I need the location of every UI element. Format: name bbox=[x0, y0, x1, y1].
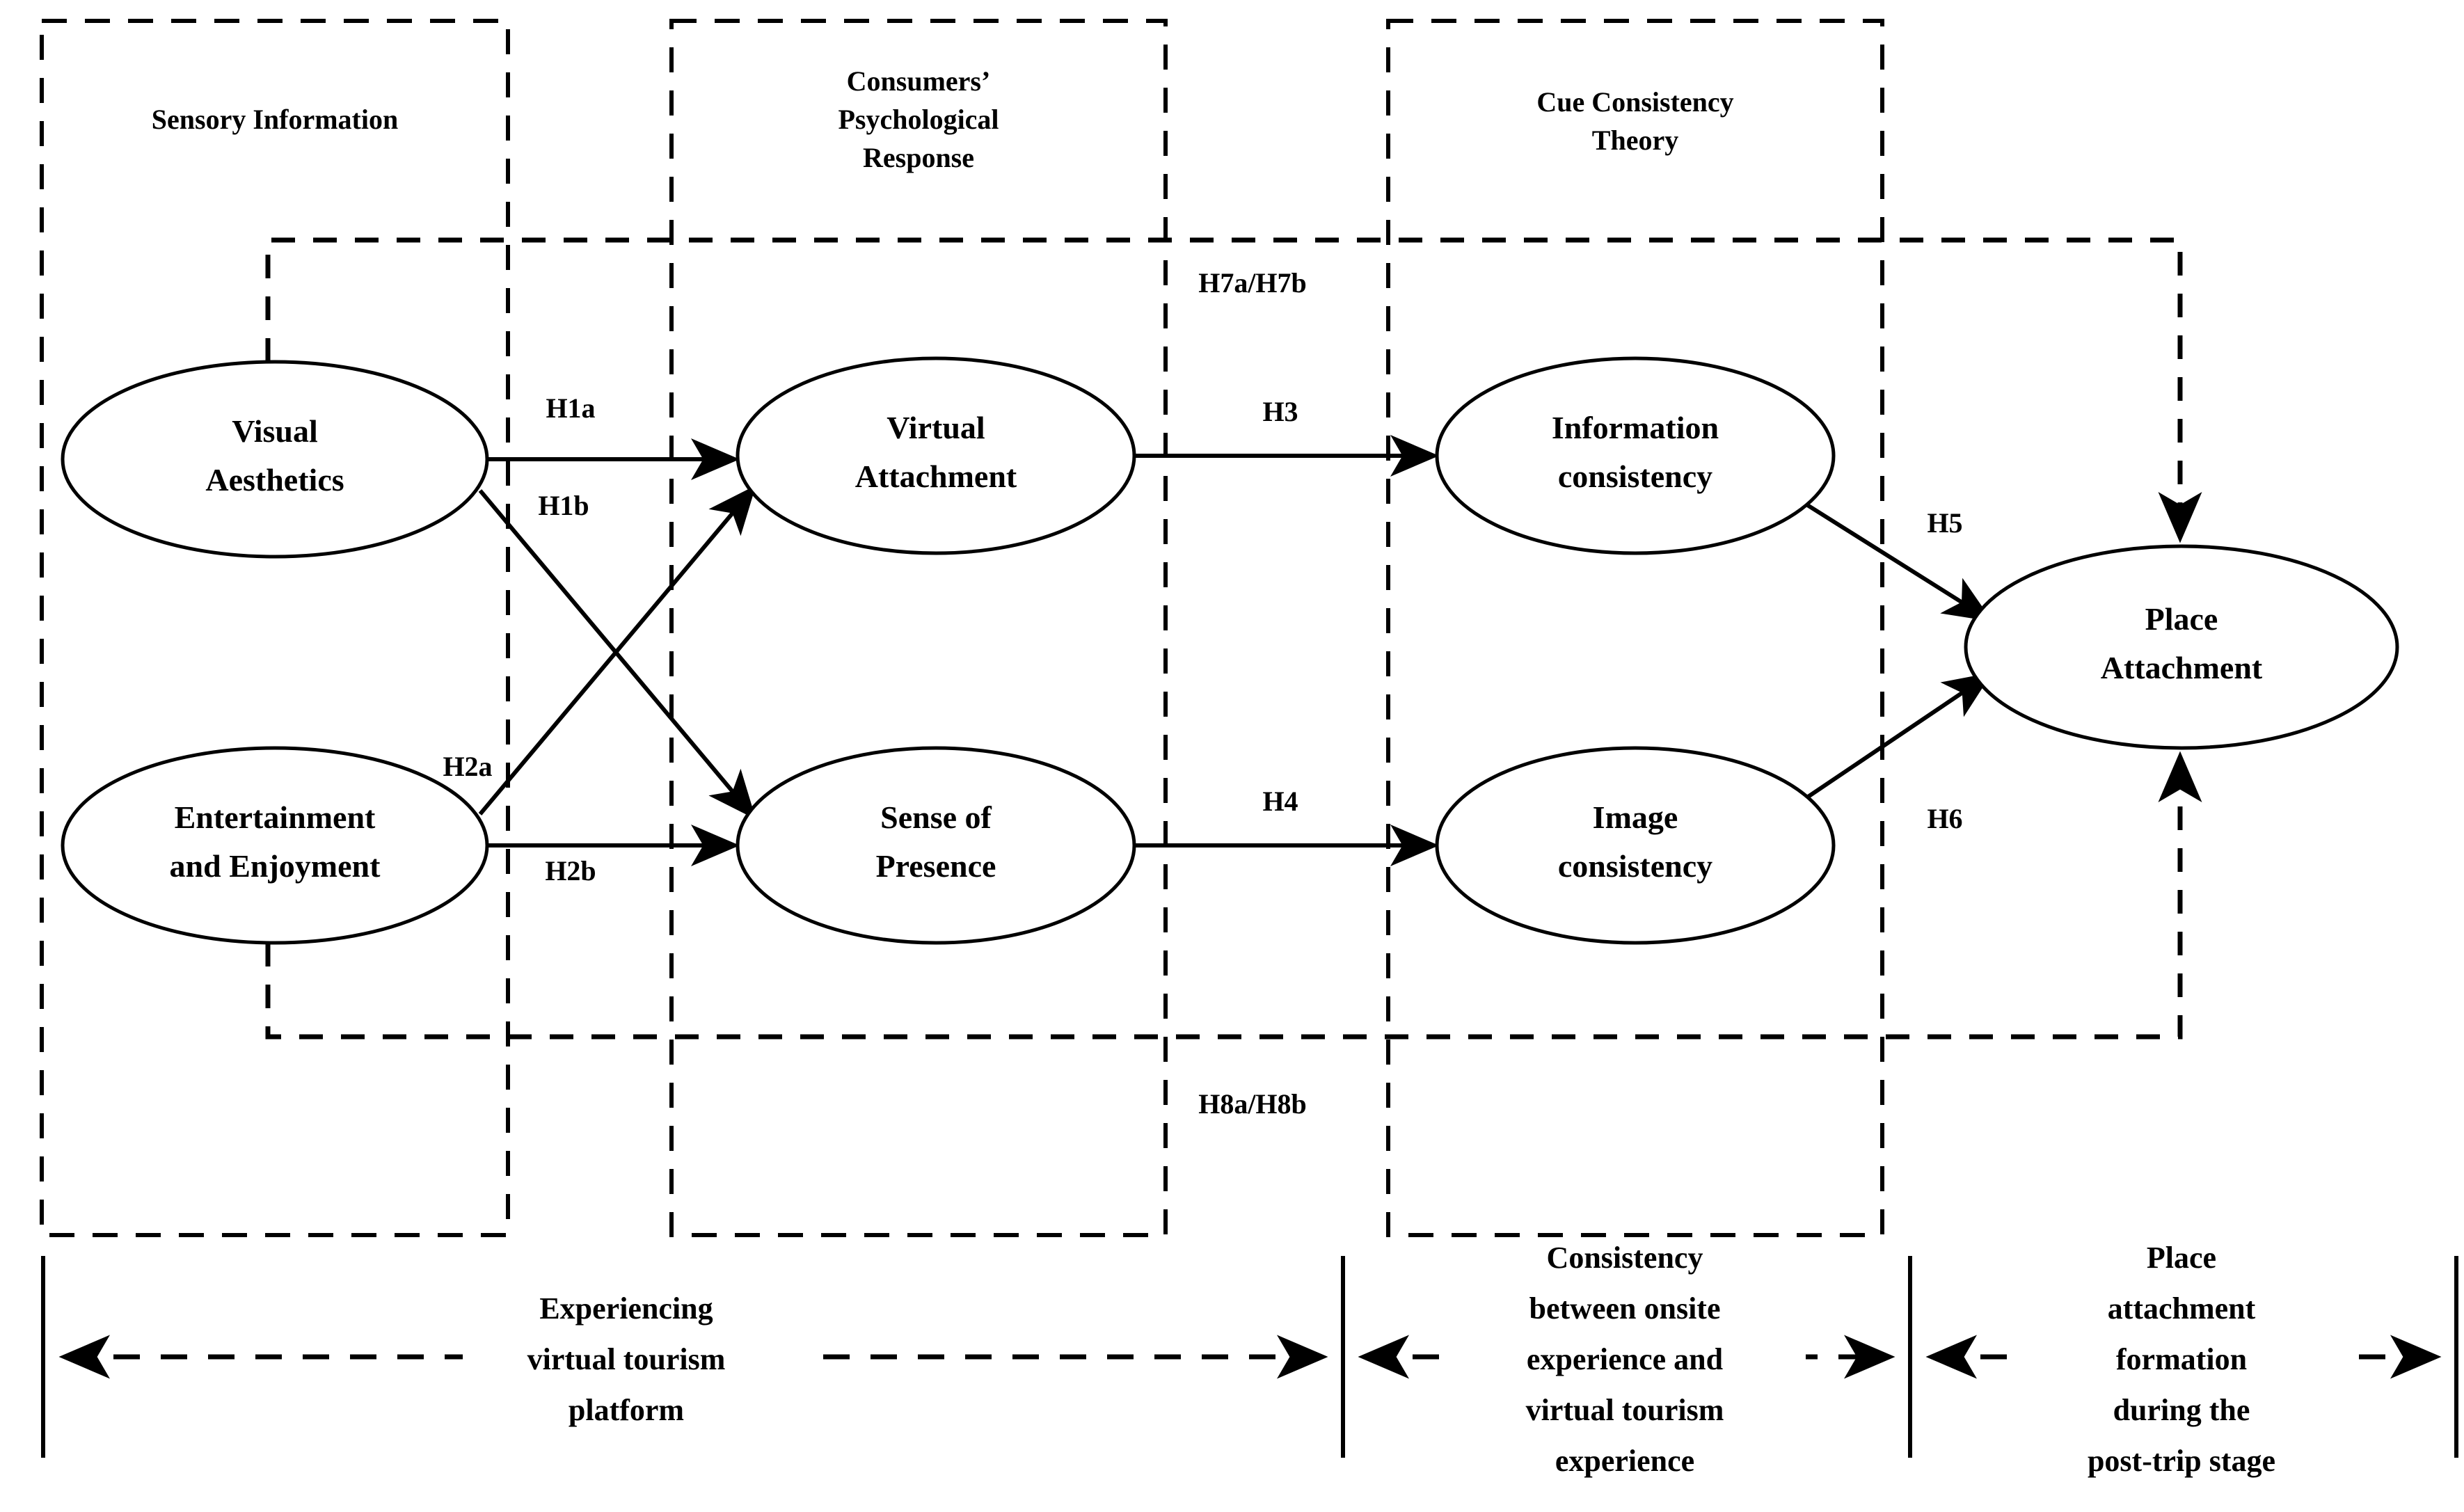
phase-label-place-attachment-formation-line1: Place bbox=[2147, 1241, 2216, 1275]
hypothesis-label-h1a: H1a bbox=[546, 392, 595, 424]
group-frame-consumers-psychological-response bbox=[669, 19, 1168, 1237]
phase-label-experiencing-virtual-tourism-platform-line1: Experiencing bbox=[539, 1291, 713, 1326]
hypothesis-label-h7: H7a/H7b bbox=[1198, 267, 1307, 299]
group-title-cue-consistency-theory-line1: Cue Consistency bbox=[1536, 86, 1733, 118]
group-title-sensory-information: Sensory Information bbox=[152, 104, 398, 135]
phase-label-backing-3 bbox=[2008, 1332, 2355, 1383]
hypothesis-path-h8 bbox=[265, 751, 2202, 1040]
node-label-information-consistency-line1: Information bbox=[1552, 410, 1719, 445]
group-title-consumers-psychological-response-line2: Psychological bbox=[838, 104, 999, 135]
hypothesis-label-h2a: H2a bbox=[443, 751, 492, 782]
phase-label-consistency-line3: experience and bbox=[1527, 1342, 1723, 1376]
phase-label-experiencing-virtual-tourism-platform-line3: platform bbox=[569, 1393, 684, 1427]
phase-label-place-attachment-formation-line4: during the bbox=[2113, 1393, 2250, 1427]
hypothesis-label-h3: H3 bbox=[1262, 396, 1298, 427]
phase-label-consistency-line2: between onsite bbox=[1529, 1291, 1721, 1326]
node-place-attachment[interactable] bbox=[1964, 544, 2399, 750]
hypothesis-label-h1b: H1b bbox=[538, 490, 589, 521]
hypothesis-path-h2a bbox=[478, 485, 756, 815]
node-label-sense-of-presence-line1: Sense of bbox=[880, 799, 992, 835]
node-label-place-attachment-line1: Place bbox=[2145, 601, 2218, 637]
node-label-place-attachment-line2: Attachment bbox=[2101, 650, 2263, 685]
phase-label-backing-2 bbox=[1444, 1332, 1806, 1383]
node-label-sense-of-presence-line2: Presence bbox=[876, 848, 996, 884]
group-frame-cue-consistency-theory bbox=[1386, 19, 1884, 1237]
phase-label-experiencing-virtual-tourism-platform-line2: virtual tourism bbox=[527, 1342, 726, 1376]
node-label-image-consistency-line1: Image bbox=[1593, 799, 1678, 835]
hypothesis-label-h2b: H2b bbox=[545, 855, 596, 886]
node-label-entertainment-and-enjoyment-line1: Entertainment bbox=[175, 799, 376, 835]
node-label-visual-aesthetics-line2: Aesthetics bbox=[205, 462, 344, 498]
node-information-consistency[interactable] bbox=[1435, 356, 1836, 555]
phase-label-consistency-line5: experience bbox=[1555, 1444, 1694, 1478]
phase-label-consistency-line1: Consistency bbox=[1547, 1241, 1703, 1275]
phase-label-place-attachment-formation-line2: attachment bbox=[2108, 1291, 2256, 1326]
hypothesis-label-h8: H8a/H8b bbox=[1198, 1088, 1307, 1120]
phase-label-place-attachment-formation-line3: formation bbox=[2116, 1342, 2247, 1376]
hypothesis-label-h4: H4 bbox=[1262, 786, 1298, 817]
hypothesis-label-h5: H5 bbox=[1927, 507, 1962, 539]
phase-label-backing-1 bbox=[463, 1332, 804, 1383]
node-image-consistency[interactable] bbox=[1435, 746, 1836, 945]
group-title-consumers-psychological-response-line3: Response bbox=[863, 142, 974, 173]
node-label-visual-aesthetics-line1: Visual bbox=[232, 413, 318, 449]
hypothesis-label-h6: H6 bbox=[1927, 803, 1962, 834]
node-virtual-attachment[interactable] bbox=[736, 356, 1136, 555]
node-sense-of-presence[interactable] bbox=[736, 746, 1136, 945]
node-entertainment-and-enjoyment[interactable] bbox=[61, 746, 489, 945]
hypothesis-path-h7 bbox=[265, 237, 2202, 543]
node-label-virtual-attachment-line2: Attachment bbox=[855, 459, 1017, 494]
node-label-virtual-attachment-line1: Virtual bbox=[887, 410, 985, 445]
hypothesis-path-h5 bbox=[1799, 499, 1993, 622]
hypothesis-path-h6 bbox=[1799, 672, 1993, 804]
phase-label-consistency-line4: virtual tourism bbox=[1526, 1393, 1724, 1427]
group-title-cue-consistency-theory-line2: Theory bbox=[1592, 125, 1678, 156]
group-frame-sensory-information bbox=[40, 19, 510, 1237]
node-label-information-consistency-line2: consistency bbox=[1558, 459, 1712, 494]
group-title-consumers-psychological-response-line1: Consumers’ bbox=[847, 65, 991, 97]
node-label-image-consistency-line2: consistency bbox=[1558, 848, 1712, 884]
node-label-entertainment-and-enjoyment-line2: and Enjoyment bbox=[170, 848, 381, 884]
node-visual-aesthetics[interactable] bbox=[61, 360, 489, 559]
phase-label-place-attachment-formation-line5: post-trip stage bbox=[2088, 1444, 2275, 1478]
